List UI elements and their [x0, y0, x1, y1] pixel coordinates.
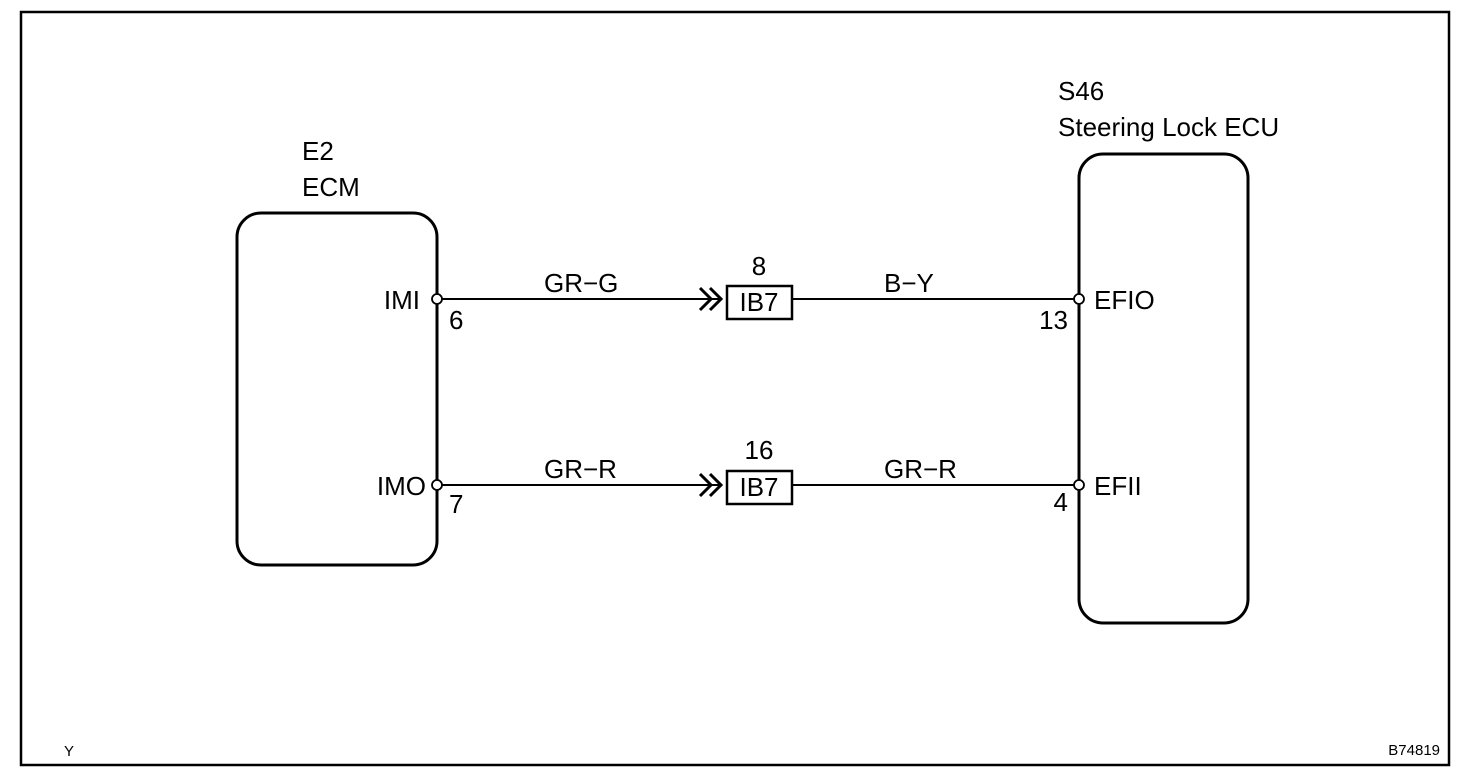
steering-ecu-name: Steering Lock ECU — [1058, 112, 1279, 142]
steering-ecu-code: S46 — [1058, 76, 1104, 106]
ecm-box — [235, 211, 439, 567]
terminal-imo-label: IMO — [377, 471, 426, 501]
wire-color-b-y: B−Y — [884, 268, 934, 298]
connector-ib7-box — [725, 469, 794, 506]
pin-4-label: 4 — [1054, 487, 1068, 517]
wire-color-gr-r-right: GR−R — [884, 454, 957, 484]
wire-color-gr-r-left: GR−R — [544, 454, 617, 484]
circuit-imi-efio: IMI 6 GR−G 8 IB7 B−Y 13 EFIO — [384, 251, 1155, 335]
terminal-efio-dot — [1073, 293, 1085, 305]
connector-pin-16: 16 — [745, 435, 774, 465]
terminal-imi-label: IMI — [384, 285, 420, 315]
connector-ib7-label: IB7 — [739, 287, 778, 317]
terminal-imo-dot — [431, 479, 443, 491]
footer-left-code: Y — [64, 743, 74, 760]
diagram-frame — [19, 10, 1451, 767]
terminal-imi-dot — [431, 293, 443, 305]
connector-ib7-box — [725, 284, 794, 321]
terminal-efio-label: EFIO — [1094, 285, 1155, 315]
circuit-imo-efii: IMO 7 GR−R 16 IB7 GR−R 4 EFII — [377, 435, 1142, 519]
pin-13-label: 13 — [1039, 305, 1068, 335]
pin-6-label: 6 — [449, 305, 463, 335]
footer-figure-id: B74819 — [1388, 742, 1440, 759]
connector-chevron-icon — [698, 472, 724, 498]
terminal-efii-dot — [1073, 479, 1085, 491]
connector-chevron-icon — [698, 286, 724, 312]
terminal-efii-label: EFII — [1094, 471, 1142, 501]
ecm-name: ECM — [302, 172, 360, 202]
connector-ib7-label: IB7 — [739, 472, 778, 502]
pin-7-label: 7 — [449, 489, 463, 519]
ecm-code: E2 — [302, 136, 334, 166]
steering-ecu-box — [1077, 152, 1250, 625]
connector-pin-8: 8 — [752, 251, 766, 281]
wire-color-gr-g: GR−G — [544, 268, 618, 298]
